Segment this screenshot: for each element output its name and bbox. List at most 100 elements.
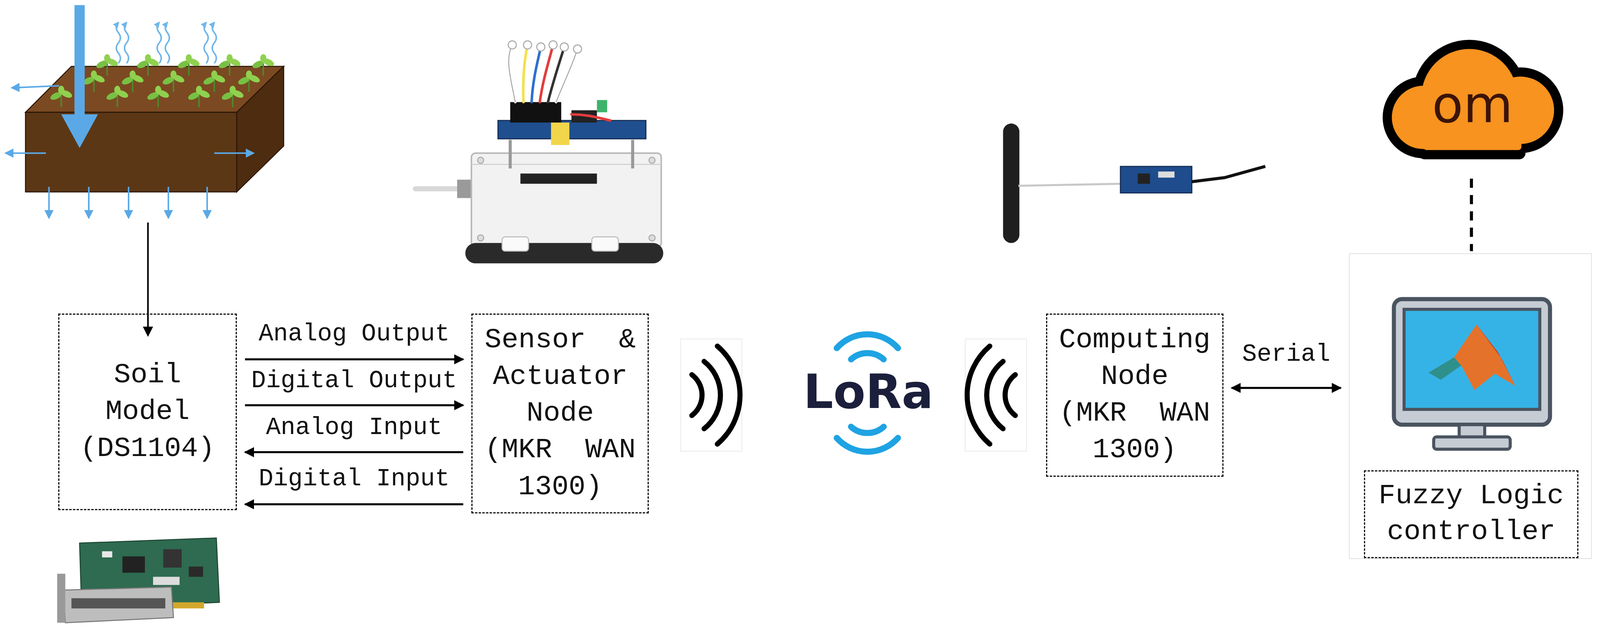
sensor-node-photo-part	[415, 186, 462, 192]
sensor-node-photo-part	[508, 44, 611, 121]
sensor-node-photo-part	[497, 120, 646, 139]
transpiration-lines-part	[212, 22, 217, 64]
sensor-actuator-node-box: Sensor & Actuator Node (MKR WAN 1300)	[471, 313, 649, 514]
node-label: Soil Model (DS1104)	[67, 356, 228, 467]
wireless-symbol-part-part	[986, 361, 1003, 429]
gateway-antenna-photo-part	[1120, 166, 1192, 193]
gateway-antenna-photo-part	[1157, 171, 1175, 178]
sensor-node-photo-part	[523, 40, 532, 49]
signal-arrow	[245, 450, 464, 454]
signal-label: Analog Input	[264, 412, 444, 443]
model-input-arrow	[147, 222, 149, 335]
node-label: Fuzzy Logic controller	[1373, 478, 1569, 550]
cloud-link-line	[1469, 178, 1474, 252]
sensor-node-photo-part	[648, 234, 655, 241]
node-label: Computing Node (MKR WAN 1300)	[1055, 321, 1215, 469]
sensor-node-photo-part	[465, 242, 664, 264]
sensor-node-photo-part-part	[571, 114, 611, 121]
lora-logo-text: LoRa	[803, 365, 934, 418]
sensor-node-photo-part	[549, 40, 558, 49]
sensor-node-photo-part-part	[555, 48, 578, 102]
lora-logo-arcs-part	[851, 352, 884, 359]
wireless-symbol-part-part	[1004, 374, 1016, 416]
sensor-node-photo-part	[477, 234, 484, 241]
transpiration-lines-part	[165, 22, 170, 64]
sensor-node-photo-part-part	[547, 46, 565, 102]
plant-sprouts-part	[135, 54, 160, 76]
cloud-icon-part	[1382, 39, 1564, 160]
computer-monitor-icon-part	[1428, 357, 1462, 380]
cloud-icon-part	[1392, 48, 1555, 150]
plant-sprouts-part	[251, 54, 276, 76]
plant-sprouts-part	[161, 70, 186, 92]
lora-logo-arcs-part	[851, 426, 884, 433]
sensor-node-photo-part	[631, 139, 635, 169]
transpiration-lines-part	[116, 22, 121, 64]
sensor-node-photo-part	[508, 139, 513, 169]
computing-node-box: Computing Node (MKR WAN 1300)	[1046, 313, 1224, 477]
water-flow-arrows-part	[12, 85, 60, 88]
soil-model-box: Soil Model (DS1104)	[58, 313, 237, 511]
lora-logo-arcs-part	[836, 437, 898, 452]
signal-label: Digital Output	[249, 365, 459, 396]
sensor-node-photo-part	[573, 44, 582, 53]
sensor-node-photo-part	[551, 122, 570, 145]
signal-arrow	[245, 404, 464, 407]
dspace-card-photo-part	[63, 586, 174, 623]
wireless-symbol-part-part	[691, 374, 703, 416]
plant-sprouts-part	[146, 85, 171, 108]
cloud-logo-text: om	[1431, 76, 1513, 134]
wireless-symbol-part	[680, 338, 742, 451]
dspace-card-photo-part	[188, 566, 204, 577]
transpiration-lines-part	[124, 22, 129, 64]
rain-arrow-part	[61, 114, 98, 149]
sensor-node-photo-part	[597, 100, 608, 113]
controller-label-box: Fuzzy Logic controller	[1363, 470, 1579, 559]
wireless-symbol-part-part	[967, 345, 990, 445]
transpiration-lines-part	[203, 22, 208, 64]
sensor-node-photo-part-part	[555, 48, 578, 102]
plant-sprouts-part	[217, 54, 242, 76]
plant-sprouts-part	[176, 54, 201, 76]
signal-arrow	[245, 358, 464, 361]
wireless-symbol	[680, 338, 742, 451]
gateway-antenna-photo-part	[1191, 166, 1266, 182]
rain-arrow	[61, 5, 98, 149]
cloud-icon-part-part	[1421, 48, 1518, 145]
plant-sprouts-part	[220, 85, 245, 108]
soil-illustration-part	[25, 112, 237, 193]
sensor-node-photo-part	[536, 42, 546, 51]
sensor-node-photo-part	[560, 42, 569, 51]
dspace-card-photo-part	[56, 573, 66, 623]
soil-illustration-part	[236, 66, 284, 192]
sensor-node-photo-part-part	[508, 44, 516, 102]
dspace-card-photo-part	[122, 555, 145, 573]
water-flow-arrows-part	[48, 186, 50, 218]
plant-sprouts-part	[95, 54, 120, 76]
computer-monitor-icon-part	[1476, 324, 1516, 386]
wireless-symbol-part-part	[717, 345, 740, 445]
sensor-node-photo-part-part	[531, 46, 541, 102]
water-flow-arrows-part	[206, 186, 208, 218]
plant-sprouts-part	[120, 70, 145, 92]
signal-label: Digital Input	[256, 464, 451, 494]
gateway-antenna-photo-part	[1002, 123, 1020, 243]
dspace-card-photo-part	[163, 549, 182, 568]
transpiration-lines	[116, 22, 217, 64]
plant-sprouts-part	[49, 85, 74, 108]
plant-sprouts-part	[202, 70, 227, 92]
signal-arrow	[1231, 386, 1341, 389]
wireless-symbol-part	[691, 345, 740, 445]
sensor-node-photo-part-part	[508, 44, 516, 102]
sensor-node-photo-part	[591, 236, 619, 252]
soil-illustration	[6, 5, 284, 218]
wireless-symbol-part	[965, 338, 1027, 451]
gateway-antenna-photo	[1002, 123, 1266, 243]
dspace-card-photo	[56, 537, 220, 623]
sensor-node-photo-part	[457, 179, 472, 198]
dspace-card-photo-part	[102, 551, 113, 558]
